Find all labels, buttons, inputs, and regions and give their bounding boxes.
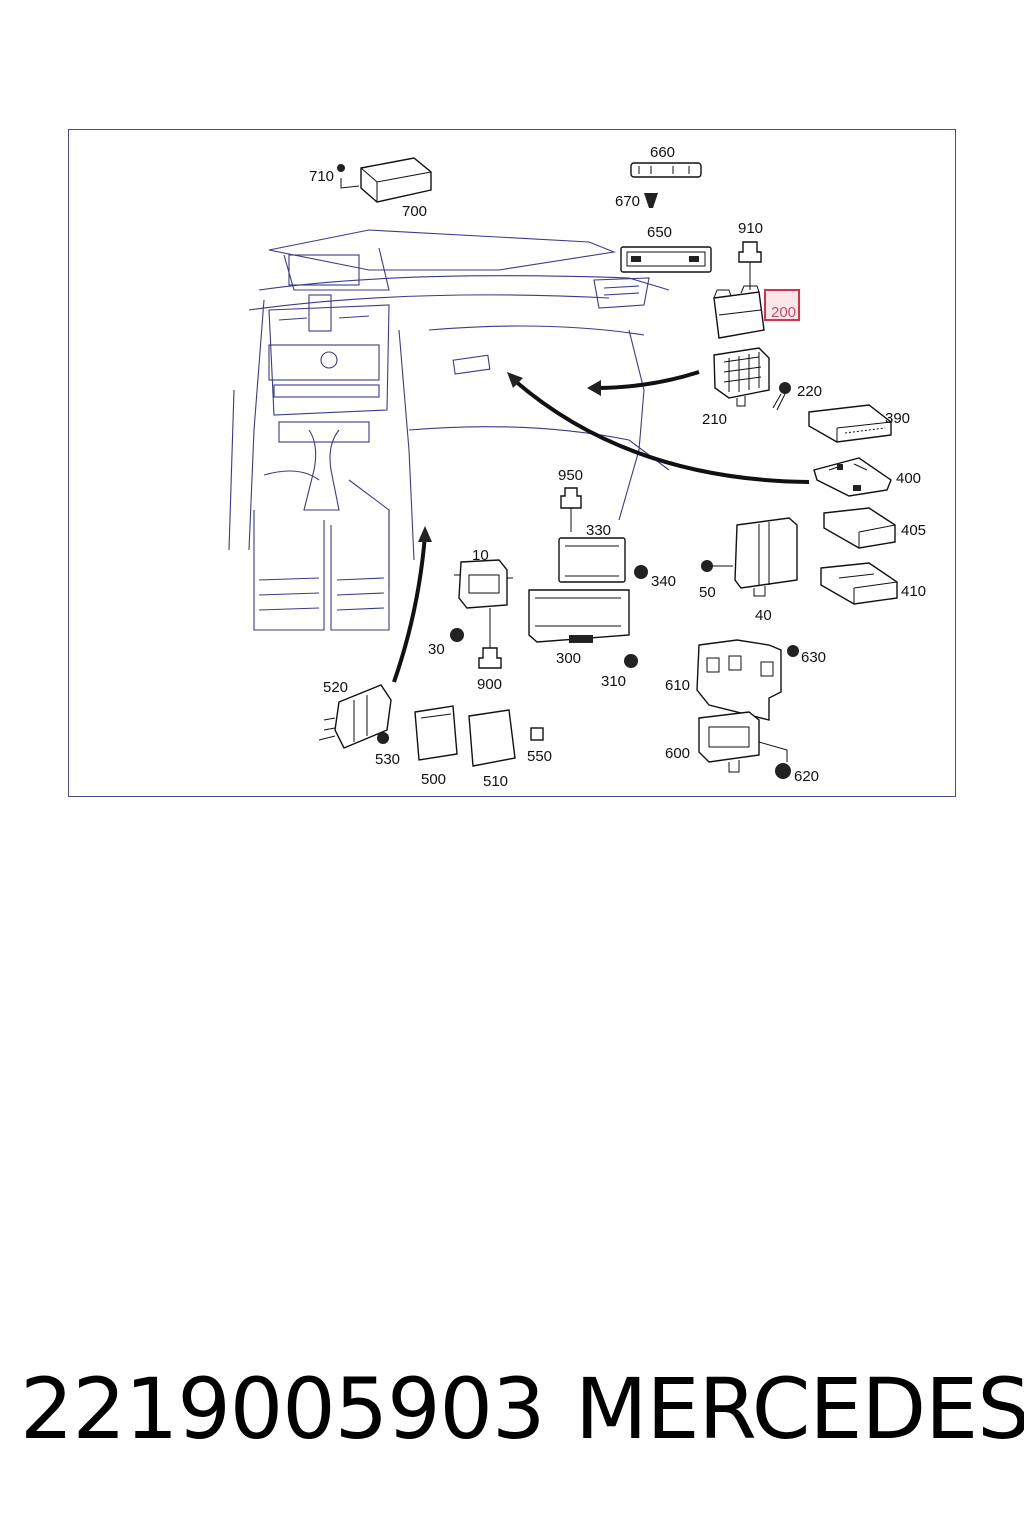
part-400-bracket — [813, 457, 892, 497]
callout-405: 405 — [901, 522, 926, 539]
callout-310: 310 — [601, 673, 626, 690]
part-550-chip — [530, 727, 544, 741]
callout-500: 500 — [421, 771, 446, 788]
callout-900: 900 — [477, 676, 502, 693]
part-310-screw — [624, 654, 638, 668]
part-40-module — [734, 517, 798, 597]
part-520-receiver — [318, 684, 392, 749]
part-210-fuse-box — [713, 347, 770, 407]
callout-330: 330 — [586, 522, 611, 539]
part-900-plug — [478, 608, 502, 669]
part-300-panel — [528, 589, 630, 643]
brand-name: MERCEDES — [575, 1360, 1024, 1458]
part-340-screw — [634, 565, 648, 579]
part-10-module — [454, 559, 513, 609]
part-510-card — [468, 709, 516, 767]
part-number: 2219005903 — [20, 1360, 545, 1458]
part-610-bracket — [696, 639, 782, 721]
part-330-module — [558, 537, 626, 583]
dashboard-outline — [228, 229, 670, 631]
part-620-screw — [775, 763, 791, 779]
part-660-connector — [630, 162, 702, 178]
callout-400: 400 — [896, 470, 921, 487]
part-650-panel — [620, 246, 712, 273]
callout-300: 300 — [556, 650, 581, 667]
part-200-control-unit — [713, 285, 765, 339]
callout-950: 950 — [558, 467, 583, 484]
part-30-screw — [450, 628, 464, 642]
callout-550: 550 — [527, 748, 552, 765]
callout-10: 10 — [472, 547, 489, 564]
part-500-card — [414, 705, 458, 761]
part-950-plug — [560, 487, 582, 532]
callout-200-highlight — [764, 289, 800, 321]
footer: 2219005903 MERCEDES — [0, 1360, 1024, 1480]
callout-40: 40 — [755, 607, 772, 624]
callout-650: 650 — [647, 224, 672, 241]
part-220-screw — [772, 382, 791, 411]
callout-610: 610 — [665, 677, 690, 694]
callout-910: 910 — [738, 220, 763, 237]
callout-510: 510 — [483, 773, 508, 790]
callout-600: 600 — [665, 745, 690, 762]
part-50-screw — [701, 560, 733, 572]
callout-210: 210 — [702, 411, 727, 428]
part-700-module — [337, 157, 432, 203]
part-600-module — [698, 711, 788, 773]
callout-530: 530 — [375, 751, 400, 768]
callout-340: 340 — [651, 573, 676, 590]
part-910-plug — [738, 241, 762, 290]
callout-620: 620 — [794, 768, 819, 785]
part-670-clip — [644, 193, 658, 208]
part-390-module — [808, 404, 892, 443]
parts-diagram: 710 700 660 670 650 910 200 220 210 390 … — [228, 144, 926, 790]
callout-520: 520 — [323, 679, 348, 696]
parts-diagram-frame: 710 700 660 670 650 910 200 220 210 390 … — [68, 129, 956, 797]
part-630-screw — [787, 645, 799, 657]
callout-660: 660 — [650, 144, 675, 161]
callout-220: 220 — [797, 383, 822, 400]
callout-700: 700 — [402, 203, 427, 220]
callout-200: 200 — [771, 304, 796, 321]
part-530-screw — [377, 732, 389, 744]
part-405-cover — [823, 507, 896, 549]
callout-710: 710 — [309, 168, 334, 185]
callout-labels: 710 700 660 670 650 910 200 220 210 390 … — [309, 144, 926, 790]
part-410-tray — [820, 562, 898, 605]
callout-390: 390 — [885, 410, 910, 427]
callout-630: 630 — [801, 649, 826, 666]
callout-670: 670 — [615, 193, 640, 210]
callout-50: 50 — [699, 584, 716, 601]
reference-arrows — [392, 370, 810, 683]
callout-30: 30 — [428, 641, 445, 658]
callout-410: 410 — [901, 583, 926, 600]
